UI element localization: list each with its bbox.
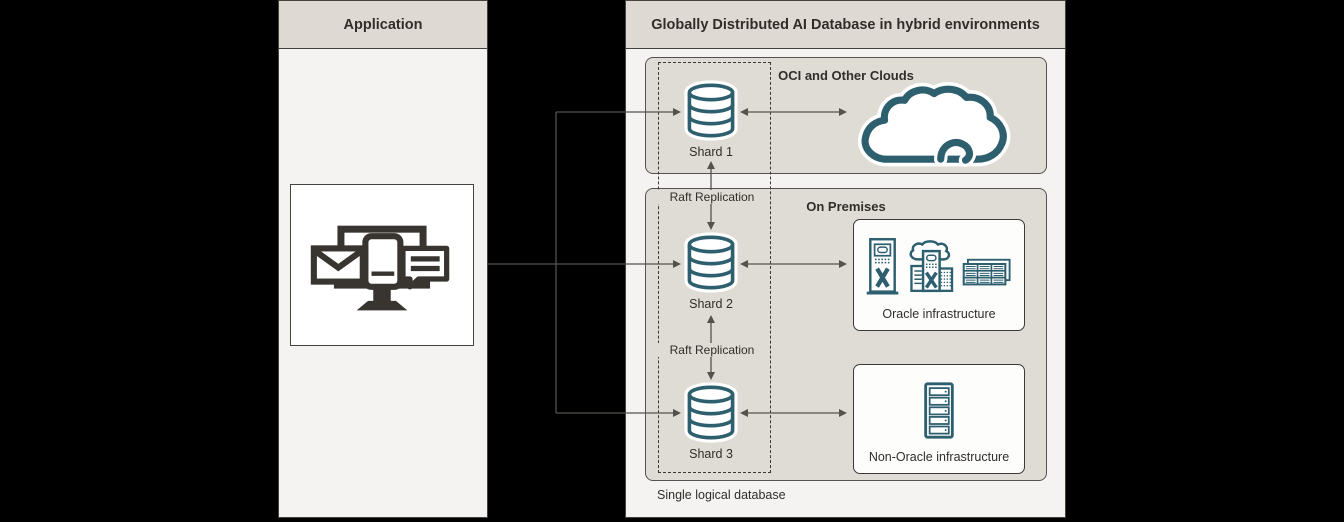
oci-clouds-title: OCI and Other Clouds [778, 68, 914, 83]
application-device-box [290, 184, 474, 346]
shard2-label: Shard 2 [689, 297, 733, 311]
database-panel-title: Globally Distributed AI Database in hybr… [651, 16, 1040, 33]
database-panel: Globally Distributed AI Database in hybr… [625, 0, 1066, 518]
non-oracle-infrastructure-box: Non-Oracle infrastructure [853, 364, 1025, 474]
shard1-label: Shard 1 [689, 145, 733, 159]
shard2-database-cylinder-icon [684, 232, 738, 293]
chat-bubble-icon [400, 245, 450, 290]
shard3-label: Shard 3 [689, 447, 733, 461]
database-panel-header: Globally Distributed AI Database in hybr… [626, 1, 1065, 49]
shard1-database-cylinder-icon [684, 80, 738, 141]
non-oracle-infrastructure-label: Non-Oracle infrastructure [868, 450, 1010, 464]
cloud-at-customer-icon [909, 240, 953, 293]
phone-icon [362, 233, 404, 290]
application-panel-title: Application [343, 16, 423, 33]
non-oracle-infrastructure-icons [854, 382, 1024, 439]
mail-icon [310, 245, 366, 285]
monitor-with-mail-phone-chat-icon [310, 225, 450, 311]
application-panel-header: Application [279, 1, 487, 49]
single-logical-database-label: Single logical database [657, 488, 786, 502]
exadata-cabinet-icon [866, 238, 898, 295]
oracle-infrastructure-box: Oracle infrastructure [853, 219, 1025, 331]
raft-replication-label-1: Raft Replication [657, 190, 767, 204]
oracle-infrastructure-label: Oracle infrastructure [882, 307, 996, 321]
raft-replication-label-2: Raft Replication [657, 343, 767, 357]
shards-dashed-boundary [658, 62, 771, 473]
application-panel: Application [278, 0, 488, 518]
shard3-database-cylinder-icon [684, 382, 738, 443]
server-rack-icon [962, 258, 1011, 286]
cloud-icon [857, 82, 1013, 167]
server-tower-icon [924, 382, 954, 439]
oracle-infrastructure-icons [854, 237, 1024, 296]
